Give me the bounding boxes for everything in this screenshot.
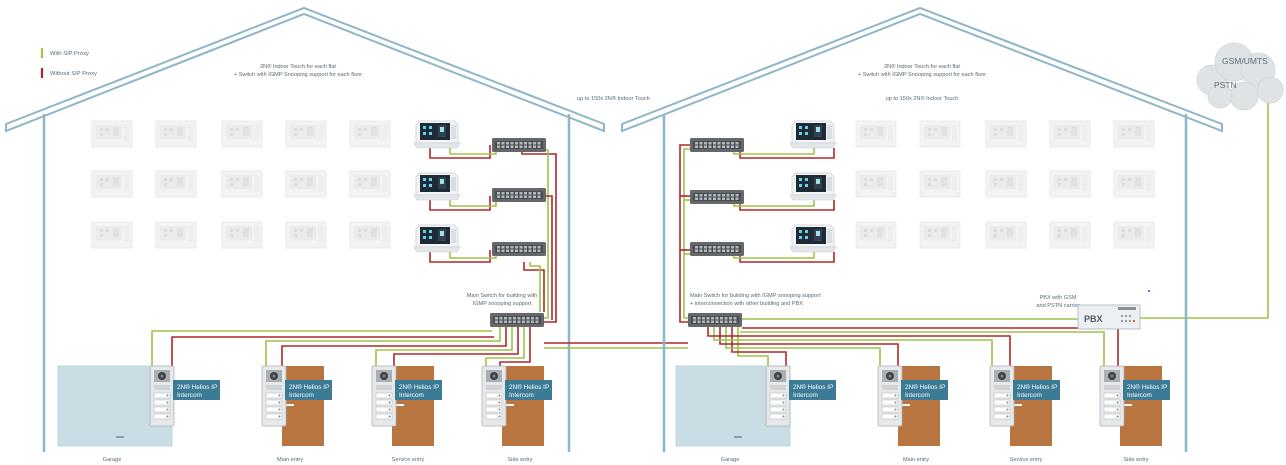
left-capacity: up to 150x 2N® Indoor Touch bbox=[577, 95, 650, 102]
right-main-switch-line1: Main Switch for building with IGMP snoop… bbox=[690, 293, 821, 299]
svg-text:Intercom: Intercom bbox=[509, 392, 534, 399]
left-main-switch bbox=[490, 313, 544, 327]
right-active-flats bbox=[789, 120, 837, 253]
right-entry-main: Main entry bbox=[903, 457, 929, 463]
svg-text:Intercom: Intercom bbox=[1017, 392, 1042, 399]
svg-text:2N® Helios IP: 2N® Helios IP bbox=[289, 383, 329, 391]
right-floor-switches bbox=[690, 138, 744, 256]
right-building: 2N® Indoor Touch for each flat + Switch … bbox=[621, 6, 1223, 463]
svg-text:Intercom: Intercom bbox=[289, 392, 314, 399]
svg-text:Intercom: Intercom bbox=[793, 392, 818, 399]
left-entrance-wiring bbox=[151, 327, 531, 370]
svg-text:2N® Helios IP: 2N® Helios IP bbox=[509, 383, 549, 391]
left-entry-garage: Garage bbox=[103, 457, 122, 463]
svg-text:2N® Helios IP: 2N® Helios IP bbox=[399, 383, 439, 391]
pbx-caption-line1: PBX with GSM bbox=[1040, 295, 1077, 301]
right-entrance-wiring bbox=[707, 327, 1119, 370]
right-per-floor-line2: + Switch with IGMP Snooping support for … bbox=[858, 72, 986, 78]
svg-text:2N® Helios IP: 2N® Helios IP bbox=[177, 383, 217, 391]
pbx-unit: PBX with GSM and PSTN carrier PBX bbox=[1036, 295, 1141, 330]
left-garage-handle bbox=[116, 436, 124, 438]
right-garage-handle bbox=[734, 436, 742, 438]
right-capacity: up to 150x 2N® Indoor Touch bbox=[886, 95, 959, 102]
left-roof bbox=[5, 6, 605, 133]
svg-text:2N® Helios IP: 2N® Helios IP bbox=[793, 383, 833, 391]
right-main-switch-line2: + interconnection with other building an… bbox=[690, 301, 803, 307]
left-intercom-labels: 2N® Helios IP Intercom 2N® Helios IP Int… bbox=[173, 380, 552, 400]
svg-text:Intercom: Intercom bbox=[399, 392, 424, 399]
left-entry-side: Side entry bbox=[507, 457, 532, 463]
stray-dot bbox=[1148, 290, 1150, 292]
right-entry-service: Service entry bbox=[1010, 457, 1043, 463]
right-entry-side: Side entry bbox=[1123, 457, 1148, 463]
svg-text:2N® Helios IP: 2N® Helios IP bbox=[1127, 383, 1167, 391]
right-main-switch bbox=[688, 313, 742, 327]
left-main-switch-line1: Main Switch for building with bbox=[467, 293, 538, 299]
left-main-switch-line2: IGMP snooping support bbox=[473, 301, 532, 307]
svg-text:Intercom: Intercom bbox=[177, 392, 202, 399]
pbx-label: PBX bbox=[1084, 314, 1103, 324]
left-entry-main: Main entry bbox=[277, 457, 303, 463]
right-per-floor-line1: 2N® Indoor Touch for each flat bbox=[884, 63, 960, 70]
left-faded-flats bbox=[91, 120, 391, 249]
svg-text:2N® Helios IP: 2N® Helios IP bbox=[1017, 383, 1057, 391]
right-door-handles bbox=[902, 404, 1132, 406]
legend-without-sip: Without SIP Proxy bbox=[50, 71, 97, 77]
right-entry-garage: Garage bbox=[721, 457, 740, 463]
cloud-gsm: GSM/UMTS bbox=[1222, 56, 1268, 66]
right-intercom-labels: 2N® Helios IP Intercom 2N® Helios IP Int… bbox=[789, 380, 1170, 400]
carrier-cloud: GSM/UMTS PSTN bbox=[1196, 42, 1284, 111]
pbx-caption-line2: and PSTN carrier bbox=[1036, 303, 1079, 309]
svg-text:2N® Helios IP: 2N® Helios IP bbox=[905, 383, 945, 391]
left-per-floor-line1: 2N® Indoor Touch for each flat bbox=[260, 63, 336, 70]
left-entry-service: Service entry bbox=[392, 457, 425, 463]
svg-text:Intercom: Intercom bbox=[1127, 392, 1152, 399]
left-active-flats bbox=[413, 120, 461, 253]
legend: With SIP Proxy Without SIP Proxy bbox=[40, 48, 97, 78]
left-door-handles bbox=[286, 404, 514, 406]
svg-text:Intercom: Intercom bbox=[905, 392, 930, 399]
inter-building-links bbox=[544, 82, 1269, 349]
right-faded-flats bbox=[855, 120, 1155, 249]
cloud-pstn: PSTN bbox=[1214, 80, 1237, 90]
right-roof bbox=[621, 6, 1223, 133]
left-per-floor-line2: + Switch with IGMP Snooping support for … bbox=[234, 72, 362, 78]
legend-with-sip: With SIP Proxy bbox=[50, 51, 89, 57]
left-floor-switches bbox=[492, 138, 546, 256]
left-building: 2N® Indoor Touch for each flat + Switch … bbox=[5, 6, 650, 463]
